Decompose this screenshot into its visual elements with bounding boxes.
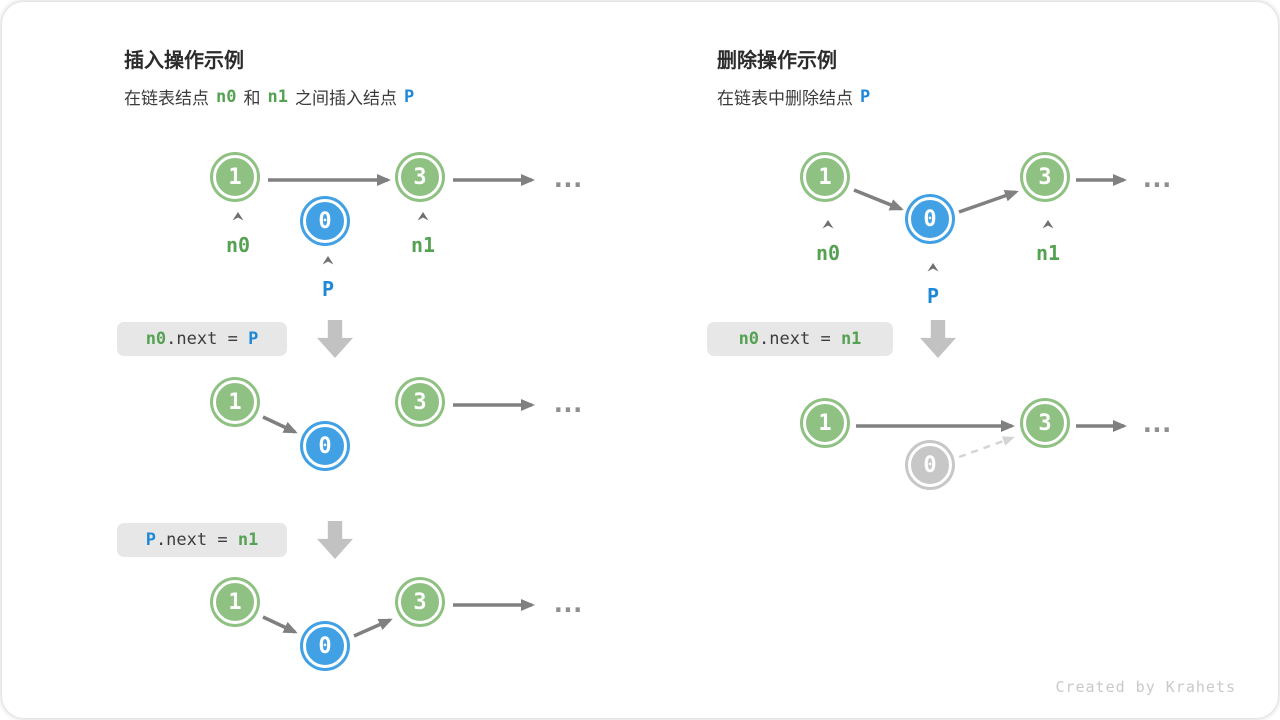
- code-token: n0: [145, 329, 167, 349]
- arrow-delete2-removed-dashed: [958, 436, 1015, 459]
- node-value: 3: [413, 164, 427, 190]
- node-1: 1: [803, 155, 847, 199]
- code-text: .next =: [166, 329, 249, 349]
- caret-up-icon: [322, 256, 334, 265]
- arrow-insert2-n0-p: [262, 415, 298, 434]
- code-box-delete1: n0.next = n1: [707, 322, 893, 356]
- caret-up-icon: [927, 263, 939, 272]
- caret-up-icon: [1042, 220, 1054, 229]
- node-0: 0: [303, 624, 347, 668]
- down-arrow-icon: [317, 320, 353, 358]
- token-n0: n0: [216, 86, 237, 107]
- code-token: n0: [738, 329, 760, 349]
- code-token: n1: [840, 329, 862, 349]
- code-text: .next =: [759, 329, 841, 349]
- node-0: 0: [908, 197, 952, 241]
- node-value: 1: [228, 589, 242, 615]
- code-token: n1: [237, 530, 259, 550]
- ellipsis: ...: [550, 164, 586, 194]
- arrow-delete1-p-n1: [958, 189, 1019, 214]
- node-0: 0: [303, 199, 347, 243]
- down-arrow-icon: [317, 521, 353, 559]
- ellipsis: ...: [1139, 409, 1175, 439]
- node-value: 1: [228, 164, 242, 190]
- node-value: 3: [413, 589, 427, 615]
- code-token: P: [145, 530, 156, 550]
- arrow-insert3-p-n1: [353, 618, 393, 638]
- subtitle-text: 在链表结点: [124, 89, 209, 108]
- caret-up-icon: [417, 212, 429, 221]
- node-3: 3: [1023, 401, 1067, 445]
- credit-text: Created by Krahets: [1055, 678, 1236, 696]
- pointer-label-p: P: [926, 284, 940, 308]
- node-3: 3: [398, 380, 442, 424]
- code-text: .next =: [155, 530, 238, 550]
- pointer-label-n0: n0: [815, 241, 841, 265]
- ellipsis: ...: [1139, 164, 1175, 194]
- subtitle-text: 在链表中删除结点: [717, 89, 853, 108]
- node-0-removed: 0: [908, 443, 952, 487]
- token-n1: n1: [267, 86, 288, 107]
- node-1: 1: [213, 580, 257, 624]
- subtitle-text: 之间插入结点: [294, 89, 397, 108]
- pointer-label-n1: n1: [1035, 241, 1061, 265]
- node-1: 1: [213, 380, 257, 424]
- ellipsis: ...: [550, 589, 586, 619]
- subtitle-text: 和: [243, 89, 261, 108]
- code-box-insert1: n0.next = P: [117, 322, 287, 356]
- node-3: 3: [398, 580, 442, 624]
- delete-title: 删除操作示例: [717, 50, 837, 72]
- node-value: 0: [318, 208, 332, 234]
- delete-subtitle: 在链表中删除结点 P: [717, 84, 877, 109]
- node-value: 0: [318, 433, 332, 459]
- node-value: 1: [818, 410, 832, 436]
- node-value: 0: [923, 452, 937, 478]
- pointer-label-p: P: [321, 277, 335, 301]
- insert-title: 插入操作示例: [124, 50, 244, 72]
- caret-up-icon: [232, 212, 244, 221]
- pointer-label-n0: n0: [225, 233, 251, 257]
- node-1: 1: [803, 401, 847, 445]
- node-value: 3: [1038, 164, 1052, 190]
- arrow-delete1-n0-p: [853, 188, 904, 211]
- code-token: P: [248, 329, 259, 349]
- node-0: 0: [303, 424, 347, 468]
- ellipsis: ...: [550, 389, 586, 419]
- node-value: 0: [923, 206, 937, 232]
- token-p: P: [403, 86, 415, 107]
- node-3: 3: [1023, 155, 1067, 199]
- node-value: 1: [818, 164, 832, 190]
- caret-up-icon: [822, 220, 834, 229]
- node-value: 1: [228, 389, 242, 415]
- node-3: 3: [398, 155, 442, 199]
- insert-subtitle: 在链表结点 n0 和 n1 之间插入结点 P: [124, 84, 421, 109]
- token-p: P: [860, 86, 871, 107]
- pointer-label-n1: n1: [410, 233, 436, 257]
- node-value: 3: [413, 389, 427, 415]
- node-value: 0: [318, 633, 332, 659]
- code-box-insert2: P.next = n1: [117, 523, 287, 557]
- node-1: 1: [213, 155, 257, 199]
- down-arrow-icon: [920, 320, 956, 358]
- arrow-insert3-n0-p: [262, 615, 298, 634]
- node-value: 3: [1038, 410, 1052, 436]
